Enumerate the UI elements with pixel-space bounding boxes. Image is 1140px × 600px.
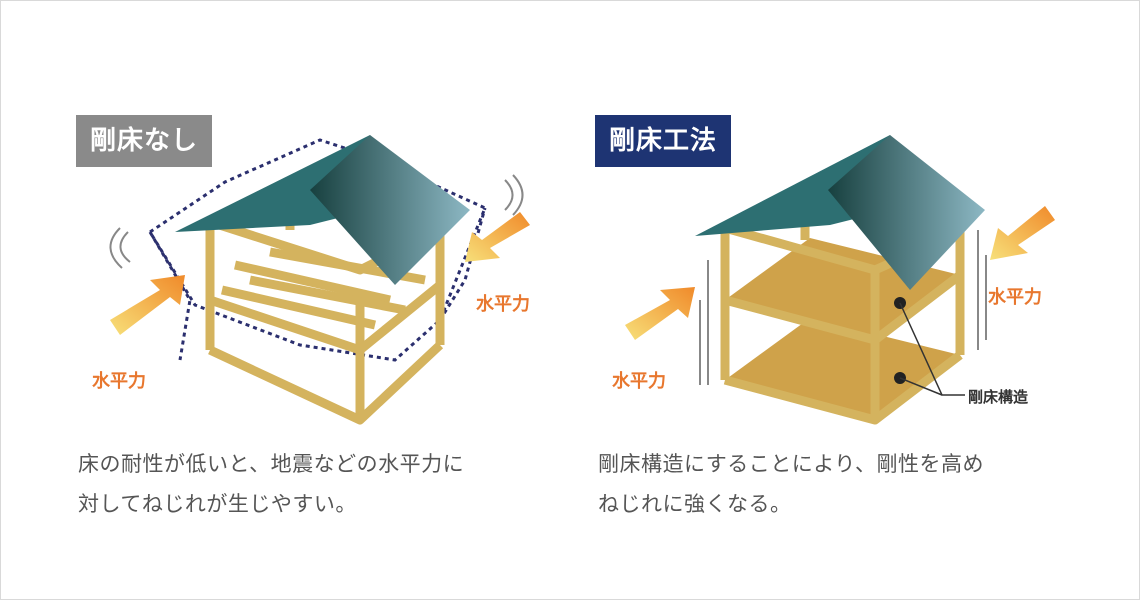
caption-line-2: ねじれに強くなる。: [598, 492, 792, 516]
wooden-frame: [205, 200, 445, 425]
shake-marks: [109, 174, 524, 269]
rigid-floor-structure-label: 剛床構造: [968, 388, 1029, 406]
horizontal-force-arrow-right: [990, 206, 1055, 260]
horizontal-force-arrow-left: [625, 287, 695, 340]
roof: [695, 135, 985, 290]
roof: [175, 135, 470, 285]
horizontal-force-label-right: 水平力: [988, 287, 1042, 308]
caption-without-rigid-floor: 床の耐性が低いと、地震などの水平力に 対してねじれが生じやすい。: [78, 444, 558, 524]
wooden-frame: [720, 200, 965, 425]
panel-without-rigid-floor: 剛床なし 水平力 水平力 床の耐性が低いと、地震などの水平力に 対してねじれが生…: [76, 115, 558, 524]
house-diagram-rigid-floor: [625, 135, 1055, 425]
caption-line-2: 対してねじれが生じやすい。: [78, 492, 357, 516]
caption-rigid-floor-method: 剛床構造にすることにより、剛性を高め ねじれに強くなる。: [598, 444, 1078, 524]
rigid-floor-markers: [894, 297, 965, 396]
deformation-outline: [148, 138, 487, 362]
stability-marks: [699, 230, 987, 385]
caption-line-1: 床の耐性が低いと、地震などの水平力に: [78, 452, 465, 476]
panel-rigid-floor-method: 剛床工法 水平力 水平力 剛床構造 剛床構造にすることにより、剛性を高め ねじれ…: [570, 0, 1140, 600]
horizontal-force-label-left: 水平力: [612, 371, 666, 392]
horizontal-force-arrow-left: [110, 275, 185, 335]
caption-line-1: 剛床構造にすることにより、剛性を高め: [598, 452, 984, 476]
badge-rigid-floor-method: 剛床工法: [595, 115, 732, 167]
badge-without-rigid-floor: 剛床なし: [76, 115, 213, 167]
horizontal-force-label-left: 水平力: [92, 371, 146, 392]
horizontal-force-label-right: 水平力: [476, 294, 530, 315]
horizontal-force-arrow-right: [465, 212, 530, 262]
house-diagram-without-rigid-floor: [109, 135, 530, 425]
